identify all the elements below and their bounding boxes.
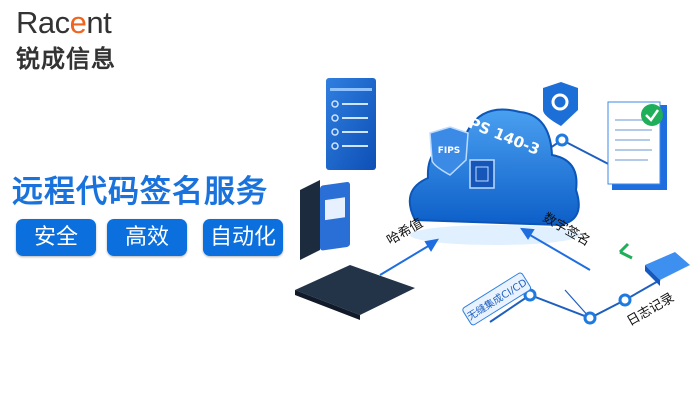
chip-icon [469,159,495,189]
connection-nodes [523,133,632,325]
verified-document-icon [607,101,667,190]
fips-shield-icon: FIPS [429,126,469,176]
tag-security: 安全 [16,219,96,256]
brand-logo: Racent 锐成信息 [16,6,116,74]
laptop-icon [295,180,415,320]
shield-label: FIPS [438,146,461,156]
usb-key-icon [618,242,690,286]
hash-label: 哈希值 [384,215,426,248]
tag-automation: 自动化 [203,219,283,256]
tag-efficiency: 高效 [107,219,187,256]
logo-wordmark: Racent [16,5,112,40]
arrow-signature-to-cloud [520,227,591,271]
logo-chinese-name: 锐成信息 [16,45,116,73]
arrow-hash-to-cloud [379,238,439,276]
settings-shield-icon [543,82,578,126]
cicd-label: 无缝集成CI/CD [465,276,530,323]
checklist-document-icon [326,78,376,170]
illustration: FIPS 140-3 FIPS 哈希值 数字签名 无缝集成CI/CD [295,78,690,329]
page-title: 远程代码签名服务 [12,174,268,210]
